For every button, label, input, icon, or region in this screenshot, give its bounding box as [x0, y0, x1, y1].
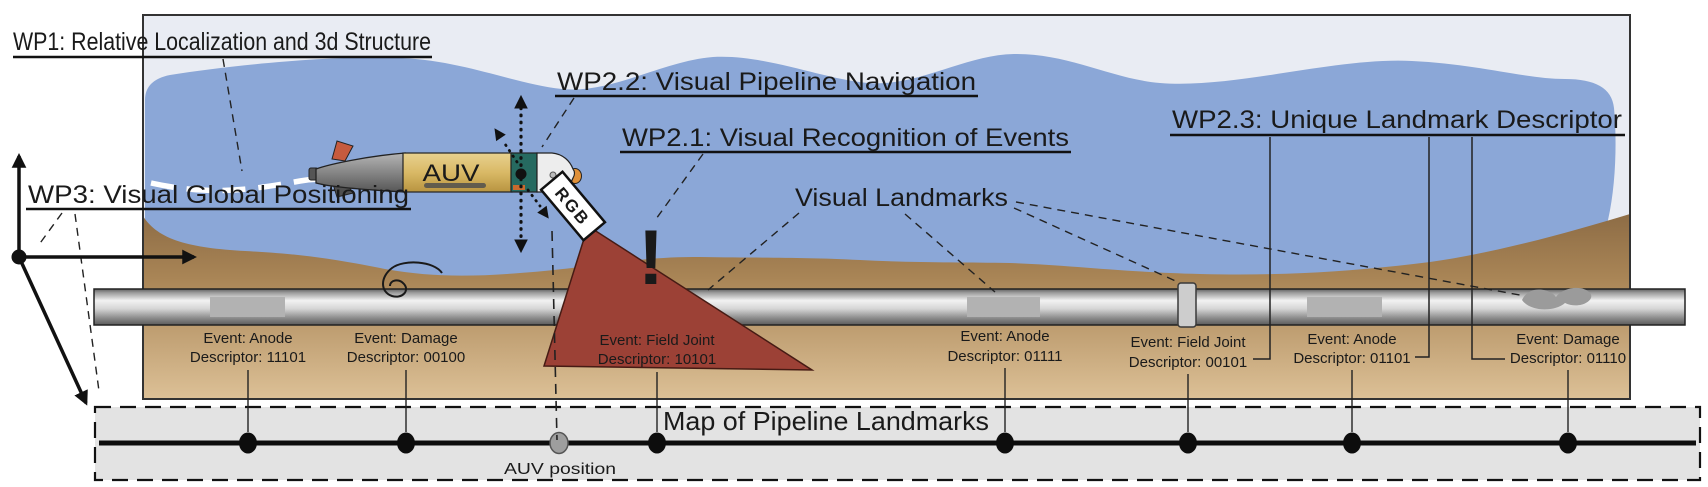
- global-coordinate-frame: [11, 153, 197, 406]
- pipeline: [93, 261, 1686, 328]
- svg-text:Event: Field Joint: Event: Field Joint: [1130, 334, 1246, 351]
- anode-plate: [967, 297, 1040, 317]
- damage-squiggle: [382, 261, 443, 298]
- landmark-dot: [1179, 432, 1197, 454]
- auv-center-dot: [515, 168, 527, 180]
- wp21-label: WP2.1: Visual Recognition of Events: [622, 124, 1069, 152]
- auv-tail-cone: [315, 152, 406, 193]
- landmark-dot: [648, 432, 666, 454]
- svg-text:Event: Anode: Event: Anode: [203, 330, 292, 347]
- visual-landmarks-line: [1013, 207, 1181, 284]
- camera-drop-line: [551, 230, 558, 441]
- wp23-connector-lines: [1253, 137, 1505, 360]
- landmark-dot: [239, 432, 257, 454]
- visual-landmarks-line: [904, 213, 996, 293]
- wp23-label: WP2.3: Unique Landmark Descriptor: [1172, 106, 1622, 134]
- landmark-dot: [1559, 432, 1577, 454]
- auv-hull-shadow: [424, 183, 486, 188]
- camera-fov-triangle: [542, 224, 815, 371]
- auv-camera-port: [549, 171, 557, 179]
- wp22-pointer-line: [541, 97, 575, 148]
- landmark-dot: [996, 432, 1014, 454]
- landmark-dot: [1343, 432, 1361, 454]
- wp3-label: WP3: Visual Global Positioning: [28, 181, 409, 209]
- damage-blob: [1522, 287, 1592, 310]
- svg-text:Event: Field Joint: Event: Field Joint: [599, 332, 715, 349]
- auv-label: AUV: [423, 160, 480, 187]
- visual-landmarks-line: [1015, 201, 1526, 297]
- svg-text:Event: Damage: Event: Damage: [1516, 331, 1619, 348]
- landmark-dot: [397, 432, 415, 454]
- map-panel: Map of Pipeline Landmarks AUV position: [93, 368, 1702, 482]
- svg-text:Descriptor: 01111: Descriptor: 01111: [947, 348, 1062, 365]
- wp3-pointer-line: [74, 213, 100, 392]
- svg-text:Descriptor: 00101: Descriptor: 00101: [1129, 354, 1247, 371]
- svg-text:Descriptor: 10101: Descriptor: 10101: [598, 351, 716, 368]
- annotation-dashed-lines: [37, 58, 1526, 392]
- wp1-pointer-line: [222, 58, 243, 172]
- svg-text:Descriptor: 01110: Descriptor: 01110: [1510, 350, 1626, 367]
- origin-to-map-arrow: [17, 256, 88, 406]
- svg-text:Event: Anode: Event: Anode: [960, 328, 1049, 345]
- field-joint-collar: [1177, 282, 1197, 328]
- auv-position-label: AUV position: [504, 461, 616, 478]
- landmark-dots: [239, 432, 1577, 454]
- svg-text:Descriptor: 01101: Descriptor: 01101: [1293, 350, 1410, 367]
- map-title: Map of Pipeline Landmarks: [663, 406, 989, 436]
- svg-text:Descriptor: 00100: Descriptor: 00100: [347, 349, 465, 366]
- alert-exclamation-icon: !: [638, 213, 664, 301]
- svg-text:Descriptor: 11101: Descriptor: 11101: [190, 349, 306, 366]
- svg-text:Event: Anode: Event: Anode: [1307, 331, 1396, 348]
- svg-text:Event: Damage: Event: Damage: [354, 330, 457, 347]
- anode-plate: [1307, 297, 1382, 317]
- wp22-label: WP2.2: Visual Pipeline Navigation: [557, 68, 976, 96]
- visual-landmarks-line: [707, 212, 800, 291]
- scene-frame-border: [142, 14, 1631, 400]
- auv-motion-arrows: [494, 94, 549, 254]
- wp1-label: WP1: Relative Localization and 3d Struct…: [13, 28, 431, 56]
- auv-fin-top: [331, 140, 354, 162]
- auv-band-patch: [513, 185, 525, 190]
- anode-plate: [210, 297, 285, 317]
- visual-landmarks-label: Visual Landmarks: [795, 184, 1008, 212]
- wp3-pointer-line: [37, 212, 63, 247]
- water: [145, 53, 1616, 300]
- auv-position-dot: [549, 431, 569, 455]
- origin-dot: [11, 249, 27, 265]
- wp-labels: WP1: Relative Localization and 3d Struct…: [13, 28, 1625, 212]
- map-connector-lines: [247, 368, 1569, 432]
